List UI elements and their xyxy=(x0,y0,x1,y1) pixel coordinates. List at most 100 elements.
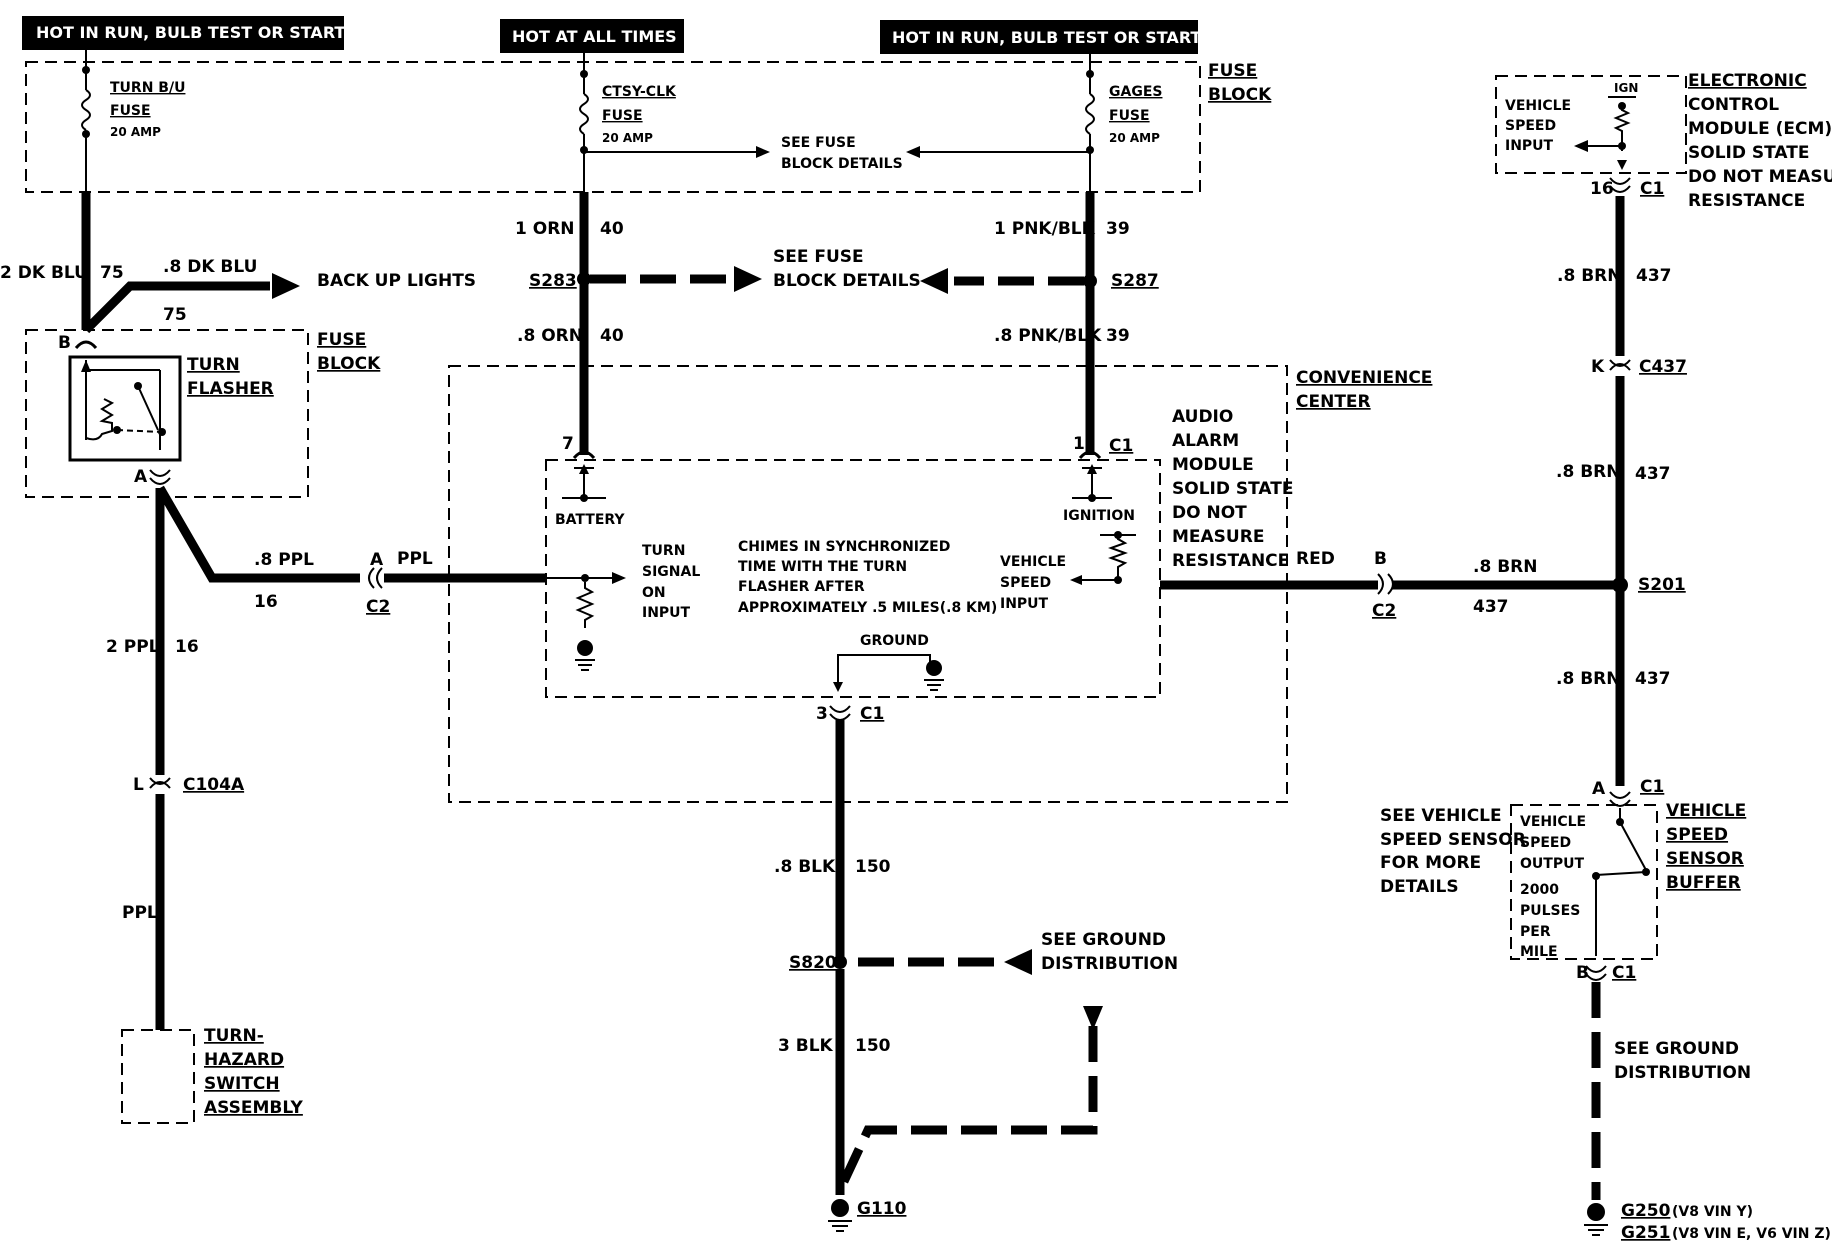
connector-c2-left xyxy=(368,567,383,589)
vss-title-2: SPEED xyxy=(1666,825,1728,845)
ignition-input-icon xyxy=(1072,464,1112,502)
gages-fuse-rating: 20 AMP xyxy=(1109,131,1160,145)
splice-s287-label: S287 xyxy=(1111,271,1159,291)
ecm-title-2: CONTROL xyxy=(1688,95,1779,115)
wire-8-brn-3-label: .8 BRN xyxy=(1556,669,1620,689)
vss-inner-2: SPEED xyxy=(1520,835,1571,851)
vss-see-1: SEE VEHICLE xyxy=(1380,806,1502,826)
turn-flasher-label: TURN xyxy=(187,355,240,375)
wire-8-brn-c2-label: .8 BRN xyxy=(1473,557,1537,577)
vss-title-3: SENSOR xyxy=(1666,849,1744,869)
vss-see-2: SPEED SENSOR xyxy=(1380,830,1526,850)
connector-c104a xyxy=(149,777,171,789)
vss-title-4: BUFFER xyxy=(1666,873,1741,893)
wire-2-ppl-label: 2 PPL xyxy=(106,637,160,657)
module-ground-label: GROUND xyxy=(860,633,929,649)
wire-1-orn-num: 40 xyxy=(600,219,624,239)
backup-lights-label: BACK UP LIGHTS xyxy=(317,271,476,291)
pin-1-label: 1 xyxy=(1073,434,1085,454)
vehicle-speed-input-icon xyxy=(1070,531,1136,585)
wire-ppl-a-label: PPL xyxy=(397,549,433,569)
turn-flasher xyxy=(68,355,182,462)
turn-signal-input-icon xyxy=(546,572,626,671)
turn-flasher-internals xyxy=(81,360,166,450)
audio-alarm-label-6: MEASURE xyxy=(1172,527,1264,547)
fuse-block-top-label: FUSE xyxy=(1208,61,1257,81)
turn-bu-fuse-rating: 20 AMP xyxy=(110,125,161,139)
backup-lights-arrow xyxy=(272,273,300,299)
fuse-block-left-label: FUSE xyxy=(317,330,366,350)
vehicle-speed-label-3: INPUT xyxy=(1000,596,1049,612)
ground-g251-label: G251 xyxy=(1621,1223,1670,1243)
fuse-details-mid-2: BLOCK DETAILS xyxy=(773,271,921,291)
audio-alarm-label-3: MODULE xyxy=(1172,455,1254,475)
turn-bu-fuse-name-2: FUSE xyxy=(110,103,151,119)
battery-input-icon xyxy=(562,464,606,502)
ecm-title-3: MODULE (ECM) xyxy=(1688,119,1832,139)
ctsy-clk-fuse-rating: 20 AMP xyxy=(602,131,653,145)
ground-g250-icon xyxy=(1584,1203,1608,1236)
ground-g250-label: G250 xyxy=(1621,1201,1671,1221)
ground-g250-note: (V8 VIN Y) xyxy=(1672,1204,1753,1220)
wire-8-ppl-label: .8 PPL xyxy=(254,550,314,570)
connector-c1-vss-b-label: C1 xyxy=(1612,963,1636,983)
wire-8-dk-blu xyxy=(82,281,270,334)
ctsy-clk-fuse-name: CTSY-CLK xyxy=(602,84,677,100)
audio-alarm-label-7: RESISTANCE xyxy=(1172,551,1289,571)
vss-title-1: VEHICLE xyxy=(1666,801,1746,821)
turn-hazard-label-3: SWITCH xyxy=(204,1074,280,1094)
connector-pin-7 xyxy=(572,450,596,460)
vss-see-3: FOR MORE xyxy=(1380,853,1481,873)
audio-alarm-label-4: SOLID STATE xyxy=(1172,479,1293,499)
module-ignition-label: IGNITION xyxy=(1063,508,1135,524)
turn-hazard-label-2: HAZARD xyxy=(204,1050,284,1070)
see-ground-mid: SEE GROUND xyxy=(1041,930,1166,950)
gages-fuse-name-2: FUSE xyxy=(1109,108,1150,124)
wire-8-dk-blu-num: 75 xyxy=(163,305,187,325)
fuse-details-arrows-top xyxy=(584,146,1090,158)
wire-8-blk-label: .8 BLK xyxy=(774,857,836,877)
splice-s287 xyxy=(1083,274,1097,288)
vss-inner-1: VEHICLE xyxy=(1520,814,1586,830)
see-ground-right: SEE GROUND xyxy=(1614,1039,1739,1059)
module-ground-icon xyxy=(833,654,944,692)
vehicle-speed-label-1: VEHICLE xyxy=(1000,554,1066,570)
wire-1-pnk-blk-label: 1 PNK/BLK xyxy=(994,219,1096,239)
vss-switch-icon xyxy=(1592,808,1650,956)
power-label-middle: HOT AT ALL TIMES xyxy=(500,19,684,53)
pin-7-label: 7 xyxy=(562,434,574,454)
wire-2-ppl-num: 16 xyxy=(175,637,199,657)
ecm-inner-1: VEHICLE xyxy=(1505,98,1571,114)
connector-b-vss xyxy=(1585,965,1607,981)
splice-s283-label: S283 xyxy=(529,271,577,291)
ground-return-arrow xyxy=(1083,1006,1103,1030)
connector-c2-right-label: C2 xyxy=(1372,601,1396,621)
vss-inner-3: OUTPUT xyxy=(1520,856,1584,872)
connector-l-label: L xyxy=(133,775,144,795)
ctsy-clk-fuse xyxy=(579,53,589,192)
audio-alarm-label-1: AUDIO xyxy=(1172,407,1233,427)
ctsy-clk-fuse-name-2: FUSE xyxy=(602,108,643,124)
wire-2-dk-blu-label: 2 DK BLU xyxy=(0,263,88,283)
connector-c437-label: C437 xyxy=(1639,357,1687,377)
vss-buffer-module xyxy=(1510,804,1658,960)
ground-g110-label: G110 xyxy=(857,1199,907,1219)
ecm-title-5: DO NOT MEASURE xyxy=(1688,167,1832,187)
splice-s201 xyxy=(1612,577,1628,593)
wire-8-brn-2-label: .8 BRN xyxy=(1556,462,1620,482)
wire-8-dk-blu-label: .8 DK BLU xyxy=(163,257,257,277)
wire-ppl-label: PPL xyxy=(122,903,158,923)
wire-8-ppl-num: 16 xyxy=(254,592,278,612)
connector-b-label: B xyxy=(58,333,71,353)
gages-fuse-name: GAGES xyxy=(1109,84,1162,100)
connector-c437 xyxy=(1609,359,1631,371)
ground-g251-note: (V8 VIN E, V6 VIN Z) xyxy=(1672,1226,1831,1242)
splice-s283 xyxy=(577,272,591,286)
wire-8-brn-1-label: .8 BRN xyxy=(1557,266,1621,286)
vss-inner-7: MILE xyxy=(1520,944,1558,960)
connector-c1-ecm-label: C1 xyxy=(1640,179,1664,199)
see-ground-right-2: DISTRIBUTION xyxy=(1614,1063,1751,1083)
connector-pin-3 xyxy=(829,705,851,721)
